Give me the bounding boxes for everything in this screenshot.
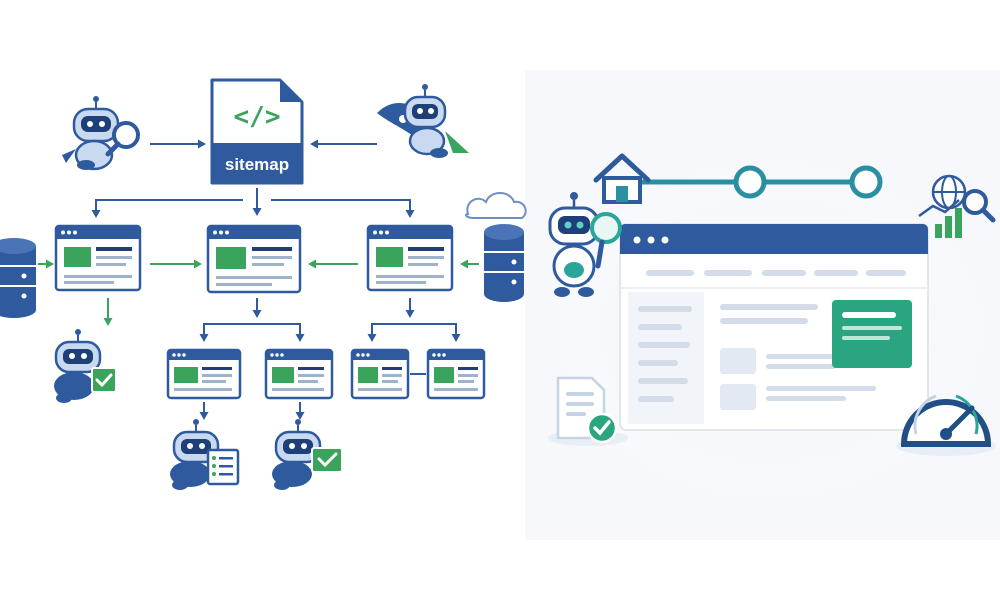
thumbnail-placeholder [720,384,756,410]
nav-placeholder [704,270,752,276]
browser-window [619,223,929,431]
branch-arrow [257,323,305,342]
nav-placeholder [646,270,694,276]
speed-gauge-icon [896,394,996,456]
branch-arrow [199,323,257,342]
nav-placeholder [814,270,858,276]
window-dot-icon [633,236,641,244]
rocket-robot-icon [377,84,469,158]
web-page-window [350,348,410,400]
sitemap-label-band [212,143,302,183]
clipboard-robot-icon [170,419,240,490]
web-page-window [206,224,302,294]
nav-placeholder [866,270,906,276]
featured-card [832,300,912,368]
window-dot-icon [661,236,669,244]
sitemap-branch-left [91,199,243,218]
branch-arrow [367,323,410,342]
sitemap-branch-right [271,199,415,218]
sitemap-file-icon: </> sitemap [210,78,304,185]
network-chart-icon [918,174,996,238]
sitemap-label: sitemap [225,155,289,174]
progress-node [849,165,883,199]
web-page-window [166,348,242,400]
web-page-window [264,348,334,400]
window-dot-icon [647,236,655,244]
progress-node [733,165,767,199]
magnifier-robot-icon [62,96,140,171]
checkmark-robot-icon [54,329,117,403]
cloud-database-icon [465,192,527,302]
web-page-window [54,224,142,292]
code-glyph: </> [234,102,281,132]
database-icon [0,238,36,318]
web-page-window [366,224,454,292]
approval-robot-icon [272,419,343,490]
verified-document-icon [548,376,628,446]
web-page-window [426,348,486,400]
home-icon [593,153,651,204]
branch-arrow [410,323,461,342]
nav-placeholder [762,270,806,276]
thumbnail-placeholder [720,348,756,374]
inspector-robot-icon [548,192,622,297]
